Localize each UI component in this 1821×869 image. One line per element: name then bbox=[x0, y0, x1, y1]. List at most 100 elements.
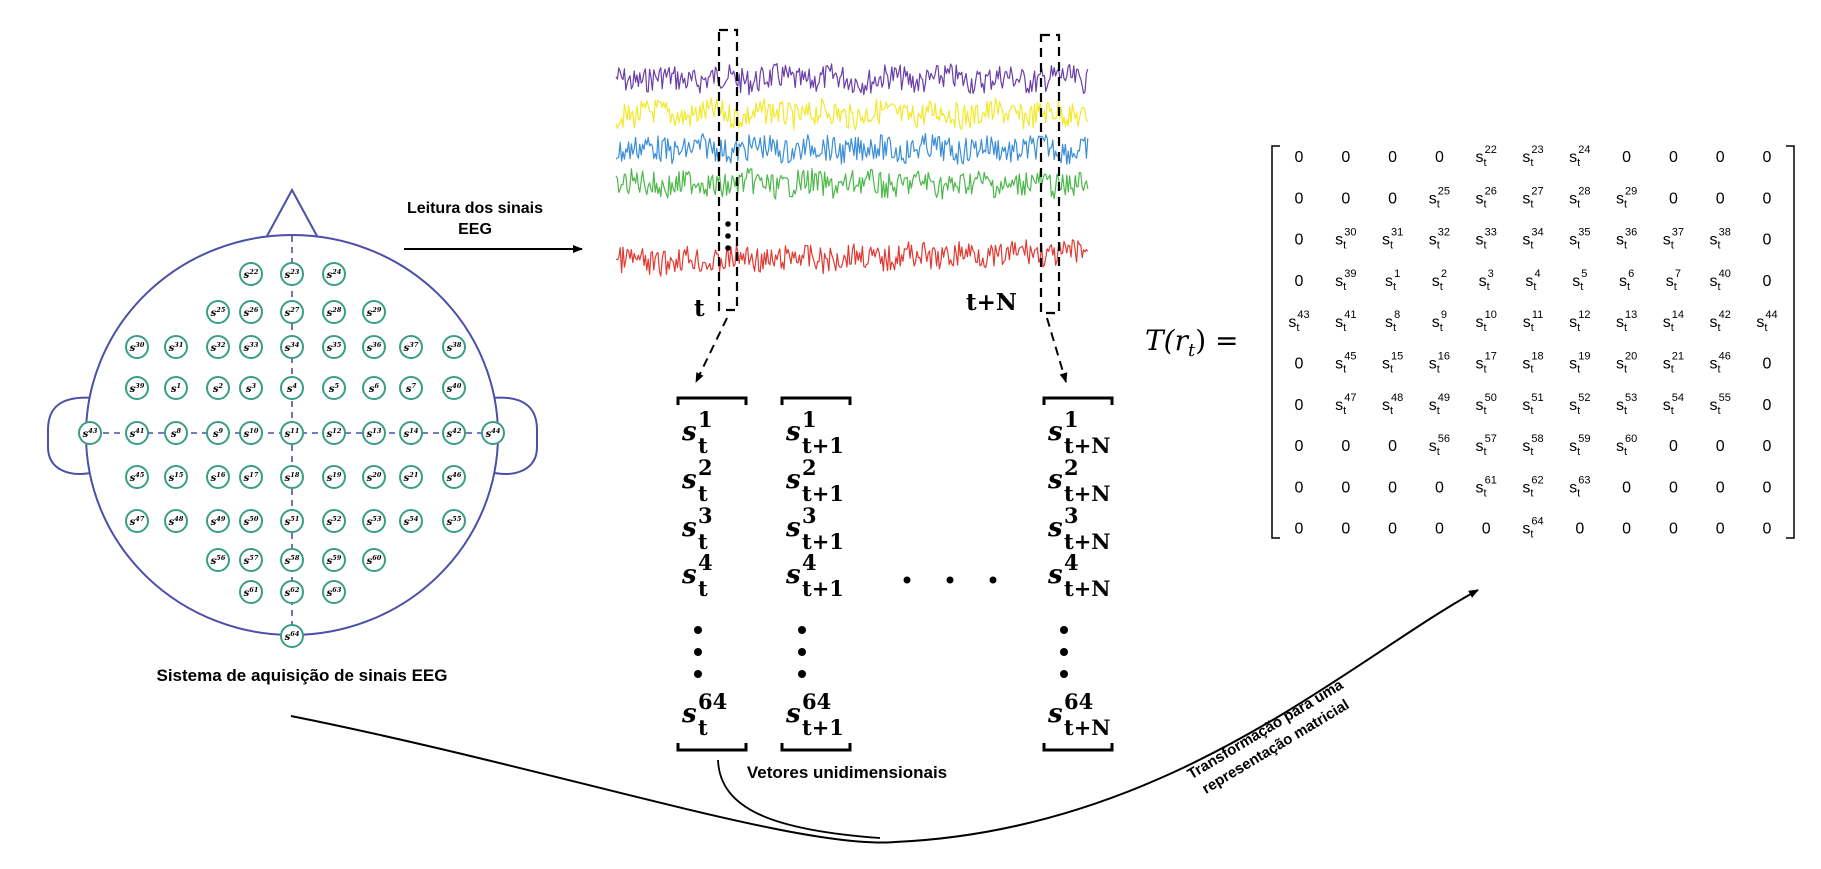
matrix-cell: 0 bbox=[1669, 149, 1678, 166]
read-arrow: Leitura dos sinais EEG bbox=[404, 200, 583, 253]
electrode-label: s33 bbox=[244, 341, 259, 354]
electrode-label: s46 bbox=[447, 471, 462, 484]
matrix-cell: st38 bbox=[1710, 227, 1731, 252]
vector-dot bbox=[1060, 670, 1068, 678]
matrix-cell: st51 bbox=[1522, 392, 1543, 417]
vector-dot bbox=[798, 626, 806, 634]
electrode-s5: s5 bbox=[322, 376, 346, 400]
electrode-s6: s6 bbox=[362, 376, 386, 400]
matrix-cell: st40 bbox=[1710, 268, 1731, 293]
electrode-label: s56 bbox=[211, 554, 226, 567]
matrix-cell: 0 bbox=[1763, 149, 1772, 166]
electrode-label: s32 bbox=[211, 341, 226, 354]
matrix-cell: 0 bbox=[1763, 232, 1772, 249]
matrix-cell: 0 bbox=[1295, 521, 1304, 538]
matrix-cell: 0 bbox=[1763, 356, 1772, 373]
electrode-s42: s42 bbox=[442, 421, 466, 445]
vector-dot bbox=[694, 626, 702, 634]
electrode-label: s39 bbox=[130, 382, 145, 395]
matrix-cell: st37 bbox=[1663, 227, 1684, 252]
matrix-cell: st29 bbox=[1616, 185, 1637, 210]
electrode-label: s40 bbox=[447, 382, 462, 395]
matrix-cell: 0 bbox=[1716, 190, 1725, 207]
matrix-cell: st22 bbox=[1476, 144, 1497, 169]
electrode-s57: s57 bbox=[239, 548, 263, 572]
electrode-label: s61 bbox=[244, 586, 259, 599]
electrode-label: s10 bbox=[244, 427, 259, 440]
matrix-cell: 0 bbox=[1435, 479, 1444, 496]
vector-column-ellipsis bbox=[903, 576, 997, 584]
matrix-cell: st55 bbox=[1710, 392, 1731, 417]
matrix-cell: 0 bbox=[1295, 438, 1304, 455]
transform-arrow bbox=[290, 589, 1479, 844]
electrode-s53: s53 bbox=[362, 509, 386, 533]
matrix-cell: st4 bbox=[1525, 268, 1540, 293]
electrode-s17: s17 bbox=[239, 465, 263, 489]
vector-top-bracket bbox=[1042, 396, 1114, 405]
matrix-cell: 0 bbox=[1716, 149, 1725, 166]
electrode-s15: s15 bbox=[164, 465, 188, 489]
electrode-s3: s3 bbox=[239, 376, 263, 400]
vector-dot bbox=[1060, 626, 1068, 634]
read-label-line1: Leitura dos sinais bbox=[407, 200, 543, 217]
matrix-cell: 0 bbox=[1622, 149, 1631, 166]
electrode-label: s48 bbox=[169, 515, 184, 528]
electrode-s63: s63 bbox=[322, 580, 346, 604]
electrode-label: s12 bbox=[327, 427, 342, 440]
electrode-label: s16 bbox=[211, 471, 226, 484]
matrix-cell: st45 bbox=[1335, 351, 1356, 376]
electrode-label: s19 bbox=[327, 471, 342, 484]
electrode-label: s14 bbox=[404, 427, 419, 440]
matrix-cell: st20 bbox=[1616, 351, 1637, 376]
matrix-cell: 0 bbox=[1763, 397, 1772, 414]
electrode-s39: s39 bbox=[125, 376, 149, 400]
matrix-cell: 0 bbox=[1763, 521, 1772, 538]
electrode-label: s37 bbox=[404, 341, 419, 354]
electrode-s44: s44 bbox=[481, 421, 505, 445]
matrix-cell: st18 bbox=[1522, 351, 1543, 376]
signal-ellipsis-dots bbox=[725, 221, 731, 251]
matrix-cell: st19 bbox=[1569, 351, 1590, 376]
matrix-cell: st31 bbox=[1382, 227, 1403, 252]
electrode-s24: s24 bbox=[322, 262, 346, 286]
matrix-cell: st9 bbox=[1432, 309, 1447, 334]
transform-label-line1: Transformação para uma bbox=[1185, 676, 1347, 783]
matrix-lhs: T(rt) = bbox=[1145, 324, 1239, 361]
vector-top-bracket bbox=[780, 396, 852, 405]
electrode-s56: s56 bbox=[206, 548, 230, 572]
nose bbox=[266, 187, 318, 237]
electrode-label: s3 bbox=[246, 382, 257, 395]
electrode-label: s55 bbox=[447, 515, 462, 528]
electrode-s49: s49 bbox=[206, 509, 230, 533]
electrode-s45: s45 bbox=[125, 465, 149, 489]
matrix-cell: 0 bbox=[1716, 479, 1725, 496]
electrode-label: s58 bbox=[285, 554, 300, 567]
electrode-s40: s40 bbox=[442, 376, 466, 400]
marker-t: t bbox=[694, 295, 705, 322]
matrix-cell: 0 bbox=[1295, 273, 1304, 290]
matrix-cell: st43 bbox=[1288, 309, 1309, 334]
electrode-s25: s25 bbox=[206, 300, 230, 324]
vector-dot bbox=[694, 648, 702, 656]
electrode-s52: s52 bbox=[322, 509, 346, 533]
electrode-label: s51 bbox=[285, 515, 300, 528]
electrode-s28: s28 bbox=[322, 300, 346, 324]
matrix-cell: st33 bbox=[1476, 227, 1497, 252]
electrode-s27: s27 bbox=[280, 300, 304, 324]
electrode-s37: s37 bbox=[399, 335, 423, 359]
matrix-cell: st49 bbox=[1429, 392, 1450, 417]
matrix-cell: st35 bbox=[1569, 227, 1590, 252]
matrix-cell: st10 bbox=[1476, 309, 1497, 334]
matrix-cell: st52 bbox=[1569, 392, 1590, 417]
matrix-cell: st1 bbox=[1385, 268, 1400, 293]
electrode-s64: s64 bbox=[280, 624, 304, 648]
electrode-s60: s60 bbox=[362, 548, 386, 572]
matrix-cell: 0 bbox=[1716, 521, 1725, 538]
transform-label: Transformação para uma representação mat… bbox=[1185, 676, 1353, 797]
